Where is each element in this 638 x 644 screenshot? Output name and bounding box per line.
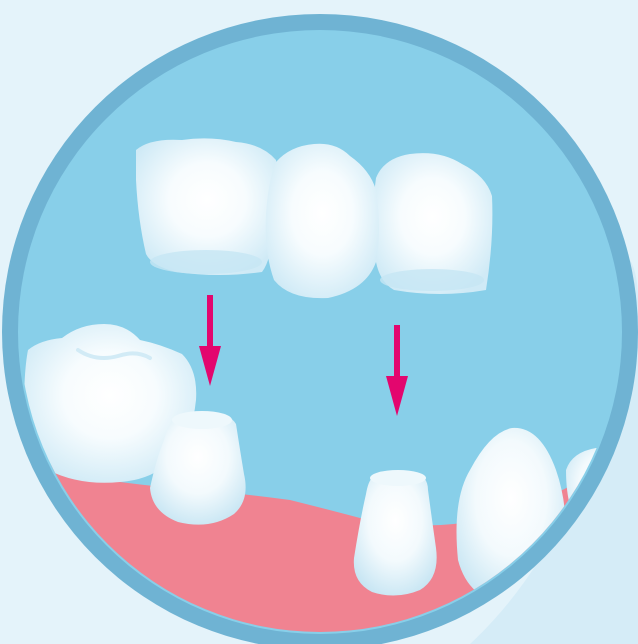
bridge-crown-right-base bbox=[380, 269, 484, 291]
prepared-tooth-top bbox=[172, 411, 232, 429]
prepared-tooth-right-top bbox=[370, 470, 426, 486]
bridge-pontic bbox=[266, 144, 379, 298]
bridge-crown-left-base bbox=[150, 250, 262, 274]
